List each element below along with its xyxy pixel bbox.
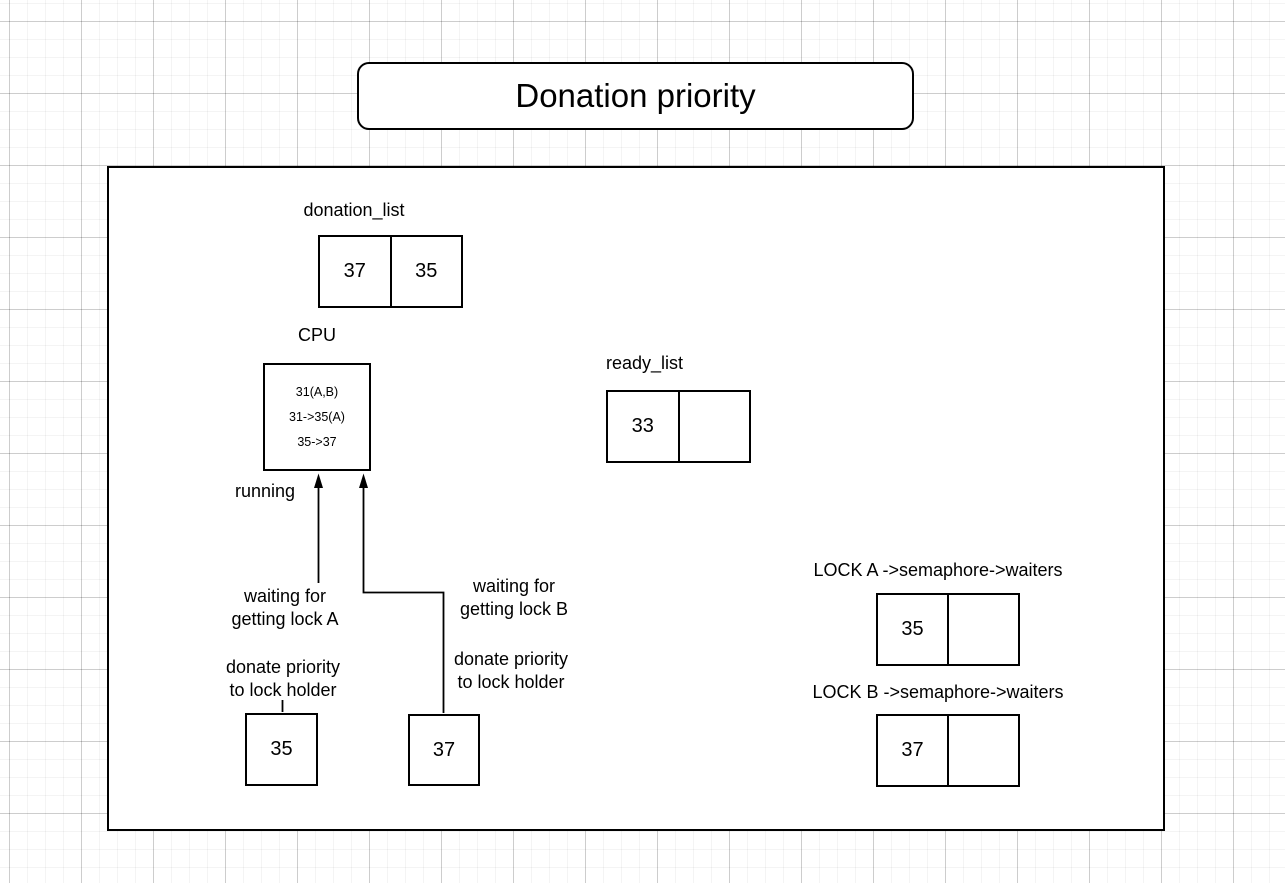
donation-list-cell-0: 37 [320, 237, 392, 306]
lock-b-waiters-box: 37 [876, 714, 1020, 787]
lock-a-label: LOCK A ->semaphore->waiters [813, 560, 1063, 580]
annotation-donate-a: donate priority to lock holder [225, 657, 341, 700]
lock-b-cell-1 [949, 716, 1018, 785]
waiting-thread-35-box: 35 [245, 713, 318, 786]
page-title: Donation priority [515, 77, 756, 114]
lock-b-label: LOCK B ->semaphore->waiters [812, 682, 1064, 702]
ready-list-label: ready_list [605, 353, 684, 373]
donation-list-box: 37 35 [318, 235, 463, 308]
donation-list-label: donation_list [303, 200, 405, 220]
lock-a-cell-0: 35 [878, 595, 949, 664]
lock-a-cell-1 [949, 595, 1018, 664]
ready-list-cell-1 [680, 392, 750, 461]
annotation-waiting-lock-a: waiting for getting lock A [231, 586, 339, 629]
annotation-waiting-lock-b: waiting for getting lock B [459, 576, 569, 619]
ready-list-box: 33 [606, 390, 751, 463]
cpu-box: 31(A,B) 31->35(A) 35->37 [263, 363, 371, 471]
lock-b-cell-0: 37 [878, 716, 949, 785]
cpu-line-1: 31->35(A) [289, 409, 345, 424]
ready-list-cell-0: 33 [608, 392, 680, 461]
waiting-thread-37-box: 37 [408, 714, 480, 786]
annotation-donate-b: donate priority to lock holder [453, 649, 569, 692]
lock-a-waiters-box: 35 [876, 593, 1020, 666]
waiting-thread-35-value: 35 [270, 738, 293, 760]
cpu-label: CPU [297, 325, 336, 345]
cpu-line-2: 35->37 [297, 434, 337, 449]
donation-list-cell-1: 35 [415, 260, 438, 282]
cpu-line-0: 31(A,B) [295, 384, 339, 399]
title-box: Donation priority [357, 62, 914, 130]
running-label: running [234, 481, 296, 501]
waiting-thread-37-value: 37 [432, 738, 456, 761]
